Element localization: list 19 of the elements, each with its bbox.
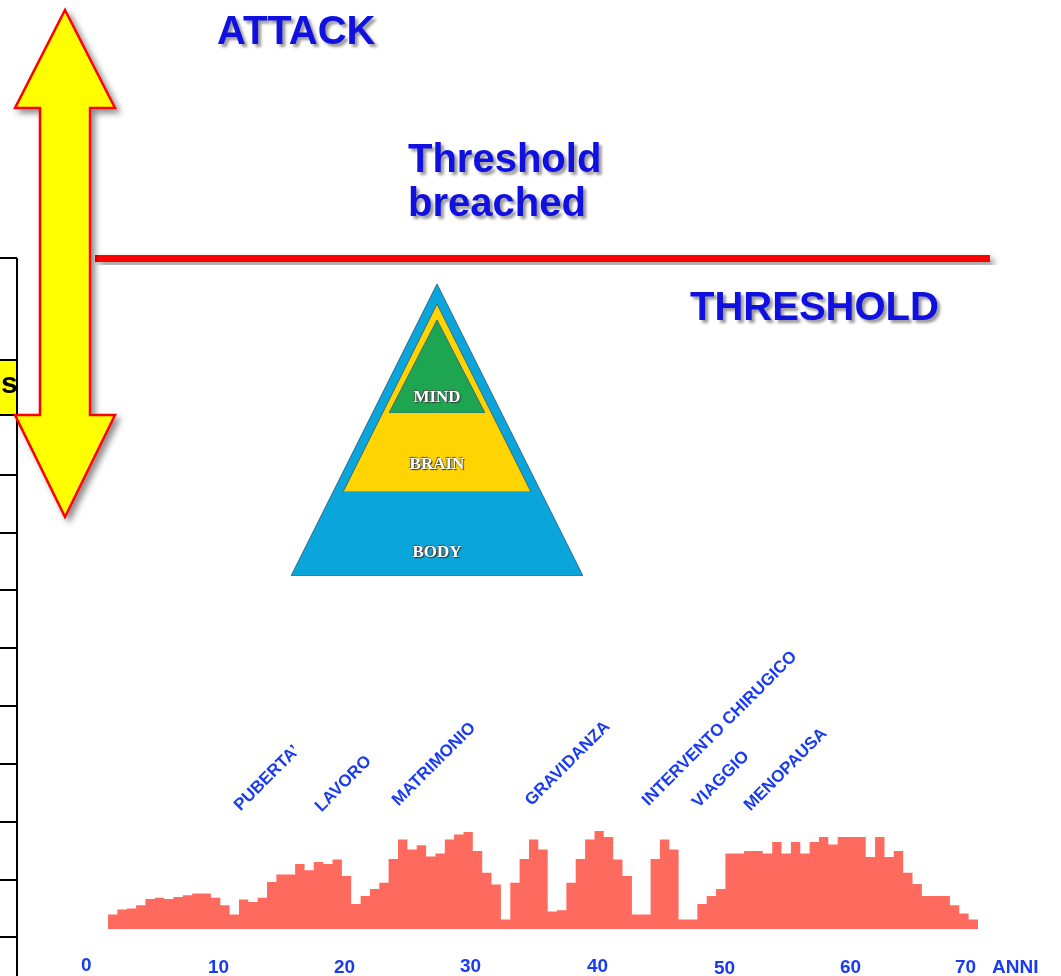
- layer-label: BRAIN: [408, 454, 466, 474]
- axis-tick-label: 60: [840, 956, 862, 976]
- axis-tick-label: 0: [81, 954, 92, 976]
- axis-tick-label: 40: [587, 955, 609, 976]
- axis-tick-label: 70: [955, 956, 977, 976]
- table-cell-text: s: [1, 366, 18, 399]
- pyramid-layer: [291, 284, 583, 576]
- axis-tick-label: 10: [208, 956, 230, 976]
- axis-tick-label: 30: [460, 955, 482, 976]
- threshold-note: Threshold breached: [408, 136, 603, 224]
- axis-tick-label: 20: [334, 956, 356, 976]
- pyramid-layer: [343, 304, 531, 492]
- layer-label: MIND: [412, 387, 462, 407]
- axis-title: ANNI: [992, 956, 1039, 976]
- axis-tick-label: 50: [714, 957, 736, 976]
- pyramid-layer: [389, 320, 485, 413]
- threshold-label: THRESHOLD: [690, 284, 939, 328]
- attack-label: ATTACK: [217, 8, 376, 52]
- layer-label: BODY: [411, 542, 463, 562]
